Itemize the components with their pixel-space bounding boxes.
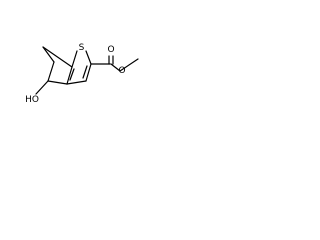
bond-c3a-c6a (66, 66, 73, 85)
bond-c5-c4 (47, 61, 55, 82)
chemical-structure: S HO O O (25, 43, 139, 105)
sulfur-label: S (79, 43, 85, 53)
bond-s1-c2 (85, 50, 92, 65)
bond-c4-c3a (47, 80, 68, 85)
carbonyl-oxygen-label: O (107, 45, 114, 55)
bond-c6a-s1 (71, 50, 78, 68)
ester-oxygen-label: O (118, 66, 125, 76)
bond-c6-c5 (42, 46, 55, 63)
bond-carbonyl-oester (110, 63, 121, 72)
bond-c3a-c6a-inner (69, 68, 75, 81)
bond-c6a-c6 (42, 46, 73, 68)
bond-c2-c3-inner (82, 65, 88, 79)
bond-c4-oh (35, 80, 49, 95)
bond-c3-c3a (66, 80, 87, 85)
hydroxyl-label: HO (25, 95, 39, 105)
bond-c2-c3 (85, 63, 92, 82)
bond-oester-methyl (119, 58, 139, 72)
